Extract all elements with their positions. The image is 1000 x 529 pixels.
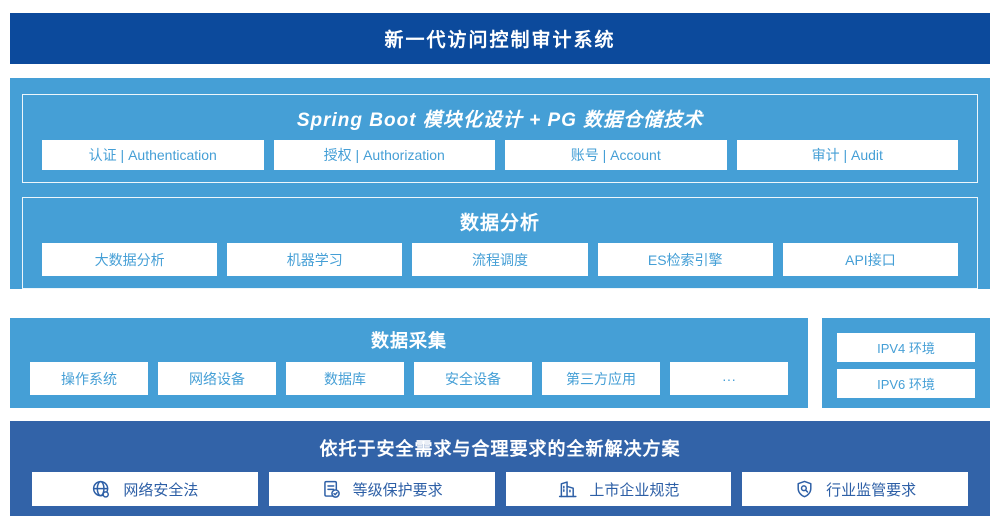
requirement-listed-company-standard: 上市企业规范 bbox=[505, 472, 732, 506]
module-api-interface: API接口 bbox=[782, 243, 959, 276]
platform-title: Spring Boot 模块化设计 + PG 数据仓储技术 bbox=[296, 110, 704, 131]
requirement-cybersecurity-law: 网络安全法 bbox=[32, 472, 258, 506]
ipv6-environment: IPV6 环境 bbox=[837, 369, 975, 398]
page-title: 新一代访问控制审计系统 bbox=[384, 30, 616, 51]
solution-tier: 依托于安全需求与合理要求的全新解决方案 网络安全法 等级保护要求 bbox=[10, 421, 990, 516]
collection-tier-row: 数据采集 操作系统 网络设备 数据库 安全设备 第三方应用 ··· IPV4 环… bbox=[10, 318, 990, 408]
document-check-icon bbox=[323, 480, 340, 498]
network-environment-panel: IPV4 环境 IPV6 环境 bbox=[822, 318, 990, 408]
page-title-banner: 新一代访问控制审计系统 bbox=[10, 13, 990, 64]
source-operating-system: 操作系统 bbox=[30, 362, 148, 395]
analysis-panel: 数据分析 大数据分析 机器学习 流程调度 ES检索引擎 API接口 bbox=[22, 197, 978, 289]
collection-panel: 数据采集 操作系统 网络设备 数据库 安全设备 第三方应用 ··· bbox=[10, 318, 808, 408]
solution-title: 依托于安全需求与合理要求的全新解决方案 bbox=[319, 439, 681, 459]
module-account: 账号 | Account bbox=[505, 140, 727, 170]
collection-module-row: 操作系统 网络设备 数据库 安全设备 第三方应用 ··· bbox=[20, 362, 798, 395]
source-network-devices: 网络设备 bbox=[158, 362, 276, 395]
module-es-search-engine: ES检索引擎 bbox=[597, 243, 773, 276]
solution-row: 网络安全法 等级保护要求 上市企业规范 bbox=[22, 472, 978, 506]
source-third-party-apps: 第三方应用 bbox=[542, 362, 660, 395]
requirement-label: 上市企业规范 bbox=[589, 481, 680, 499]
requirement-classified-protection: 等级保护要求 bbox=[268, 472, 495, 506]
module-authentication: 认证 | Authentication bbox=[42, 140, 264, 170]
module-audit: 审计 | Audit bbox=[736, 140, 958, 170]
platform-tier: Spring Boot 模块化设计 + PG 数据仓储技术 认证 | Authe… bbox=[10, 78, 990, 289]
analysis-module-row: 大数据分析 机器学习 流程调度 ES检索引擎 API接口 bbox=[32, 243, 968, 276]
requirement-label: 等级保护要求 bbox=[352, 481, 443, 499]
platform-module-row: 认证 | Authentication 授权 | Authorization 账… bbox=[32, 140, 968, 170]
analysis-title: 数据分析 bbox=[459, 213, 540, 234]
source-database: 数据库 bbox=[286, 362, 404, 395]
requirement-label: 行业监管要求 bbox=[826, 481, 917, 499]
building-icon bbox=[559, 480, 577, 497]
collection-title: 数据采集 bbox=[371, 331, 447, 351]
shield-search-icon bbox=[797, 480, 812, 497]
module-bigdata-analysis: 大数据分析 bbox=[42, 243, 218, 276]
requirement-industry-regulation: 行业监管要求 bbox=[742, 472, 968, 506]
requirement-label: 网络安全法 bbox=[123, 481, 199, 499]
module-workflow-scheduling: 流程调度 bbox=[412, 243, 588, 276]
source-security-devices: 安全设备 bbox=[414, 362, 532, 395]
platform-panel: Spring Boot 模块化设计 + PG 数据仓储技术 认证 | Authe… bbox=[22, 94, 978, 183]
module-authorization: 授权 | Authorization bbox=[273, 140, 495, 170]
source-ellipsis: ··· bbox=[670, 362, 788, 395]
globe-icon bbox=[93, 480, 110, 498]
module-machine-learning: 机器学习 bbox=[227, 243, 403, 276]
ipv4-environment: IPV4 环境 bbox=[837, 333, 975, 362]
